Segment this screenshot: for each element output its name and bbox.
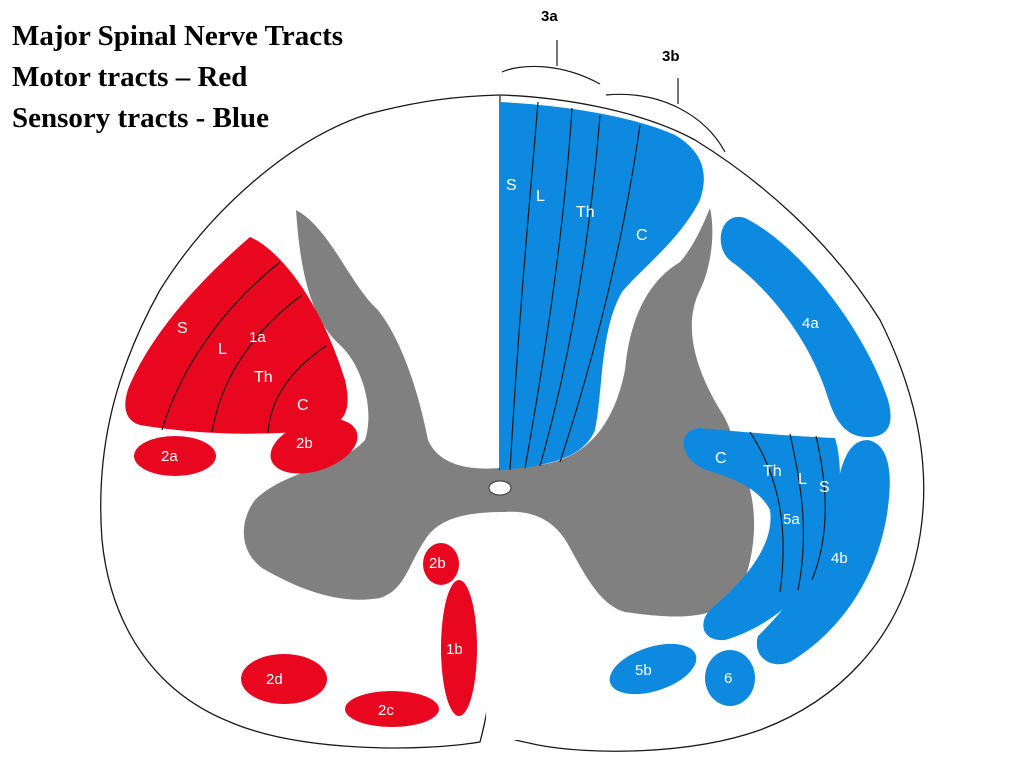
label-dc-Th: Th: [576, 204, 595, 221]
bracket-3a: [501, 65, 601, 85]
anterior-median-fissure: [486, 522, 520, 740]
sensory-legend-text: Sensory tracts - Blue: [12, 102, 269, 134]
label-5b: 5b: [635, 662, 652, 679]
label-2d: 2d: [266, 671, 283, 688]
label-5a-S: S: [819, 479, 830, 496]
label-1a-L: L: [218, 341, 227, 358]
tract-5b: [609, 643, 697, 695]
label-1a-Th: Th: [254, 369, 273, 386]
label-4b: 4b: [831, 550, 848, 567]
tract-1a-divider-2: [211, 294, 303, 433]
label-2a: 2a: [161, 448, 178, 465]
tract-5a-divider-2: [789, 433, 805, 591]
dorsal-column-divider-1: [509, 101, 539, 471]
tract-5a-divider-1: [749, 431, 784, 593]
motor-legend-text: Motor tracts – Red: [12, 61, 248, 93]
tract-6: [705, 650, 755, 706]
label-dc-S: S: [506, 177, 517, 194]
label-5a: 5a: [783, 511, 800, 528]
tract-dorsal-column: [500, 102, 704, 470]
tract-2c: [345, 691, 439, 727]
tract-5a: [683, 428, 840, 641]
tract-5a-divider-3: [811, 435, 826, 581]
tract-2b-bottom: [423, 543, 459, 585]
dorsal-column-divider-2: [524, 107, 573, 469]
label-1a-C: C: [297, 397, 309, 414]
label-6: 6: [724, 670, 732, 687]
label-5a-Th: Th: [763, 463, 782, 480]
diagram-title: Major Spinal Nerve Tracts: [12, 20, 344, 52]
label-5a-C: C: [715, 450, 727, 467]
label-2c: 2c: [378, 702, 394, 719]
label-dc-C: C: [636, 227, 648, 244]
central-canal: [488, 480, 512, 496]
tract-1a: [125, 237, 348, 434]
label-2b-top: 2b: [296, 435, 313, 452]
label-1a-S: S: [177, 320, 188, 337]
tract-4a: [720, 216, 891, 438]
label-4a: 4a: [802, 315, 819, 332]
label-1b: 1b: [446, 641, 463, 658]
tract-2d: [241, 654, 327, 704]
label-3b: 3b: [662, 48, 680, 65]
tract-1a-divider-3: [267, 345, 327, 434]
bracket-3b: [605, 93, 726, 153]
tract-1b: [441, 580, 477, 716]
label-3a: 3a: [541, 8, 558, 25]
tract-2a: [134, 436, 216, 476]
title-block: Major Spinal Nerve Tracts Motor tracts –…: [12, 16, 343, 139]
dorsal-column-divider-4: [559, 124, 641, 463]
label-2b-bottom: 2b: [429, 555, 446, 572]
tract-2b-top: [270, 418, 358, 474]
tract-1a-divider-1: [161, 261, 281, 431]
label-dc-L: L: [536, 188, 545, 205]
label-5a-L: L: [798, 471, 807, 488]
dorsal-column-divider-3: [539, 114, 601, 467]
grey-matter: [243, 208, 755, 617]
label-1a: 1a: [249, 329, 266, 346]
